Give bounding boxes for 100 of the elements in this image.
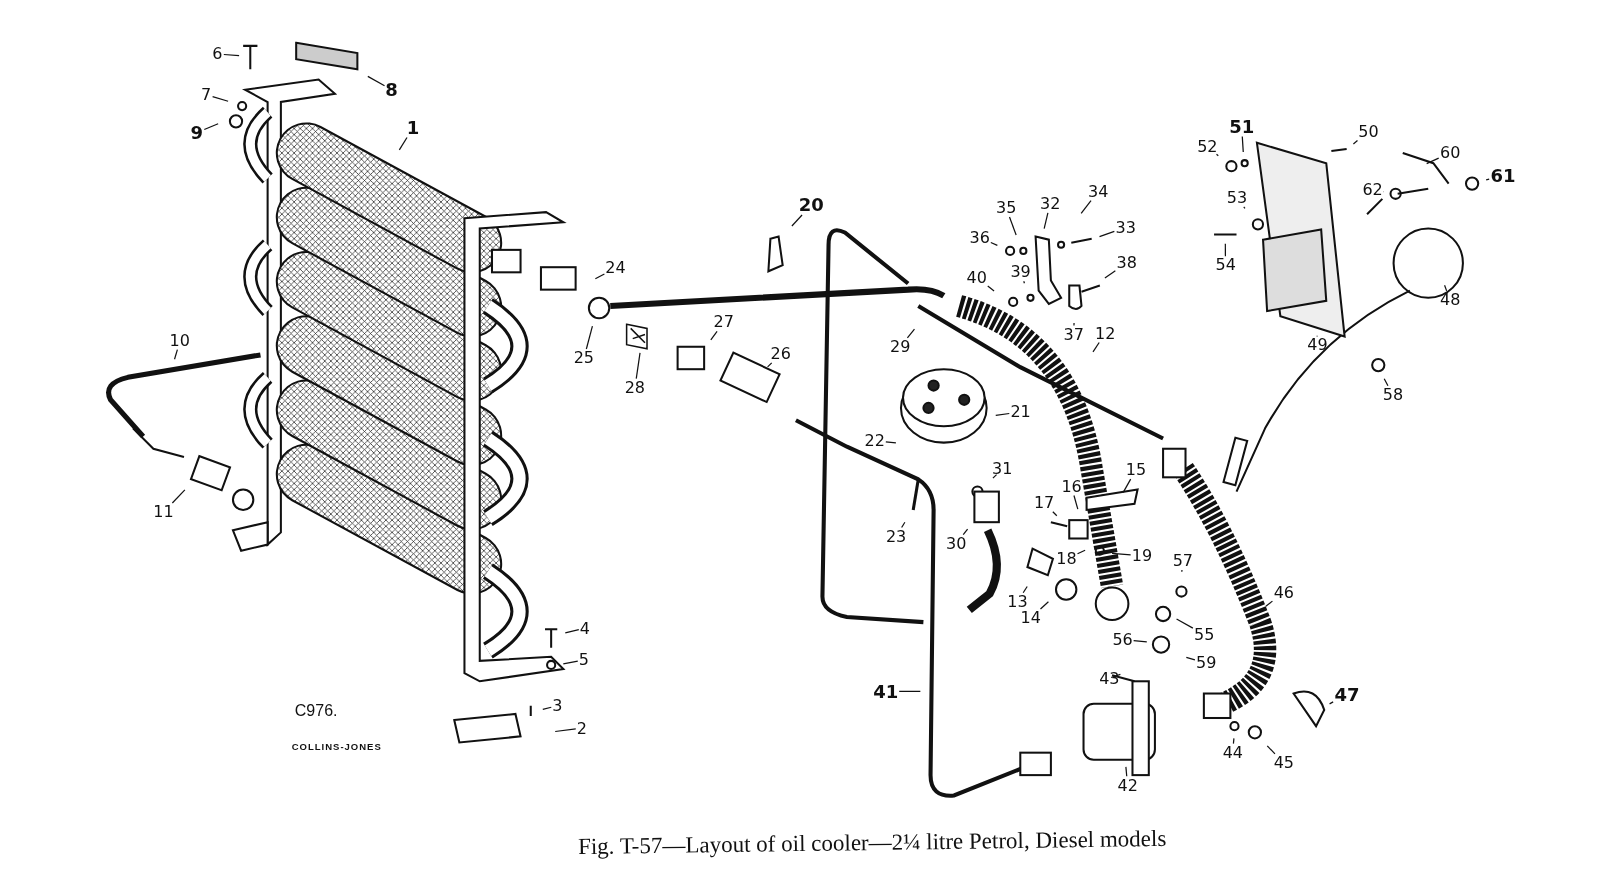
callout-number: 32 [1039, 195, 1062, 214]
callout-number: 2 [575, 719, 588, 738]
callout-number: 14 [1019, 609, 1042, 628]
callout-number: 17 [1032, 494, 1056, 513]
callout-number: 46 [1272, 583, 1296, 602]
callout-number: 31 [991, 460, 1014, 479]
leader-line [1008, 216, 1017, 236]
leader-line [1104, 270, 1116, 279]
leader-line [767, 362, 773, 368]
drawing-number: C976. [294, 702, 338, 721]
callout-number: 9 [189, 122, 204, 143]
leader-line [1485, 178, 1490, 181]
leader-line [1444, 284, 1448, 292]
callout-number: 39 [1009, 263, 1032, 282]
leader-line [564, 629, 580, 634]
callout-number: 35 [995, 199, 1018, 218]
leader-line [1232, 737, 1235, 745]
leader-line [1175, 618, 1194, 629]
callout-number: 49 [1306, 335, 1329, 354]
leader-line [562, 660, 579, 665]
callout-number: 42 [1116, 776, 1139, 795]
leader-line [1352, 139, 1359, 145]
callout-number: 52 [1196, 137, 1219, 156]
callout-number: 6 [211, 45, 224, 64]
leader-line [1181, 569, 1183, 573]
leader-line [1241, 135, 1244, 153]
leader-line [1092, 341, 1100, 353]
leader-line [898, 690, 921, 693]
artist-signature: COLLINS-JONES [291, 741, 382, 753]
callout-number: 5 [577, 651, 590, 670]
leader-line [398, 136, 408, 151]
callout-number: 47 [1333, 684, 1361, 705]
leader-line [542, 706, 552, 710]
callout-number: 24 [604, 259, 627, 278]
callout-number: 36 [968, 228, 991, 247]
leader-line [367, 75, 386, 87]
callout-number: 27 [712, 313, 735, 332]
leader-line [1122, 478, 1132, 493]
leader-line [1073, 322, 1075, 327]
callout-number: 53 [1225, 188, 1249, 207]
callout-number: 26 [769, 345, 792, 364]
callout-number: 4 [578, 619, 591, 638]
leader-line [1243, 206, 1246, 209]
callout-number: 51 [1228, 116, 1256, 137]
leader-line [1080, 200, 1092, 215]
leader-line [1098, 230, 1115, 238]
callout-number: 12 [1094, 324, 1117, 343]
callout-number: 3 [551, 697, 564, 716]
leader-line [223, 53, 240, 57]
callout-number: 56 [1111, 630, 1134, 649]
callout-number: 40 [965, 268, 988, 287]
leader-line [1073, 494, 1079, 510]
callout-number: 60 [1439, 144, 1462, 163]
leader-line [585, 325, 593, 350]
callout-number: 54 [1214, 256, 1237, 275]
callout-number: 43 [1098, 669, 1121, 688]
leader-line [990, 241, 998, 246]
leader-line [554, 728, 577, 733]
callout-number: 7 [200, 85, 213, 104]
callout-number: 22 [863, 431, 886, 450]
leader-line [1052, 511, 1058, 517]
leader-line [1266, 745, 1276, 755]
callout-number: 61 [1489, 165, 1517, 186]
callout-number: 11 [152, 503, 175, 522]
callout-number: 55 [1193, 625, 1216, 644]
callout-number: 19 [1130, 547, 1154, 566]
callout-number: 15 [1124, 461, 1148, 480]
callout-number: 23 [884, 527, 908, 546]
leader-line [901, 521, 906, 529]
leader-line [1110, 673, 1121, 679]
leader-line [1329, 701, 1334, 705]
callout-number: 41 [872, 681, 900, 702]
leader-line [1224, 243, 1226, 257]
callout-number: 8 [384, 79, 399, 100]
leader-line [1111, 552, 1132, 556]
leader-line [1265, 600, 1274, 607]
callout-number: 45 [1272, 754, 1296, 773]
callout-number: 25 [572, 349, 596, 368]
leader-line [1383, 378, 1389, 387]
callout-number: 28 [623, 378, 647, 397]
callout-number: 48 [1439, 291, 1462, 309]
leader-line [710, 330, 718, 341]
leader-line [1023, 280, 1026, 284]
leader-line [992, 473, 998, 479]
leader-line [1022, 585, 1028, 594]
leader-line [1133, 639, 1148, 643]
leader-line [995, 412, 1010, 416]
leader-line [635, 352, 641, 380]
callout-number: 1 [405, 117, 421, 138]
leader-line [1125, 766, 1128, 777]
callout-number: 62 [1361, 180, 1384, 199]
callout-number: 34 [1086, 182, 1110, 201]
callout-number: 13 [1006, 593, 1029, 612]
leader-line [1039, 601, 1050, 610]
callout-number: 18 [1055, 550, 1078, 569]
leader-line [906, 328, 916, 339]
leader-line [1185, 656, 1196, 661]
leader-line [885, 441, 897, 444]
leader-line [212, 96, 229, 102]
callout-number: 21 [1009, 403, 1032, 422]
